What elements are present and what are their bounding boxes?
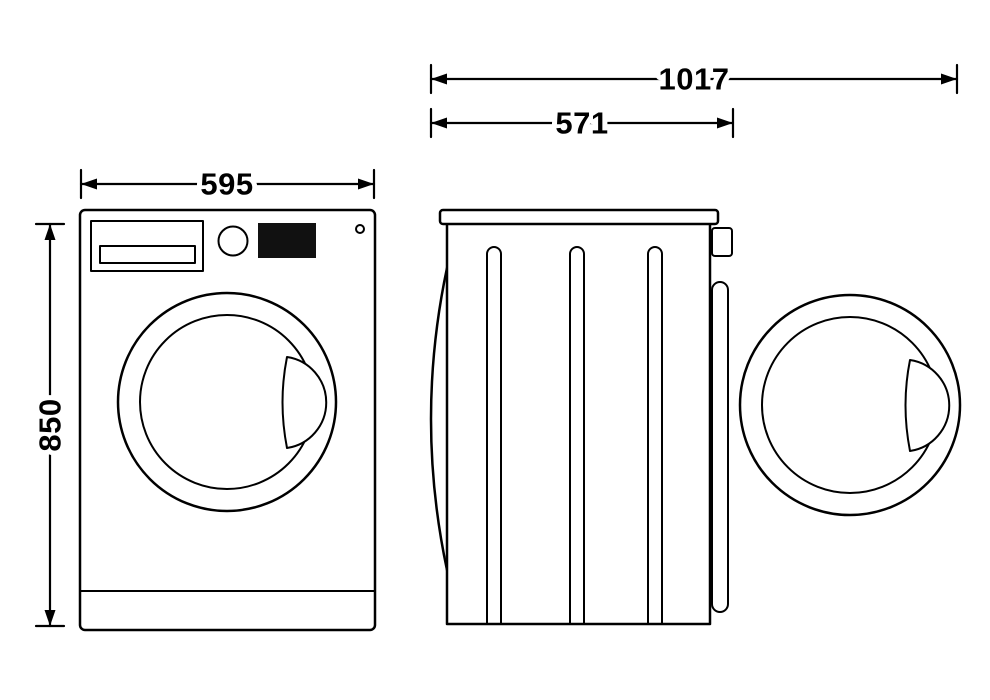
side-body bbox=[445, 220, 712, 626]
depth-dimension-label: 571 bbox=[555, 106, 608, 141]
side-view bbox=[429, 208, 733, 626]
dimension-depth-door-open: 1017 bbox=[429, 57, 959, 102]
panel-ridge bbox=[486, 246, 502, 624]
dimension-width: 595 bbox=[79, 162, 376, 207]
open-door-handle bbox=[904, 359, 951, 452]
arrowhead-top bbox=[44, 224, 56, 240]
door-handle bbox=[281, 356, 328, 449]
panel-ridge bbox=[569, 246, 585, 624]
arrowhead-right bbox=[717, 117, 733, 129]
door-edge-strip bbox=[711, 281, 729, 613]
front-view bbox=[78, 208, 377, 632]
control-panel-tab bbox=[711, 227, 733, 257]
arrowhead-right bbox=[358, 178, 374, 190]
arrowhead-left bbox=[431, 117, 447, 129]
panel-ridge bbox=[647, 246, 663, 624]
control-knob bbox=[217, 225, 249, 257]
arrowhead-left bbox=[431, 73, 447, 85]
width-dimension-label: 595 bbox=[200, 167, 253, 202]
side-top-lid bbox=[438, 208, 720, 226]
arrowhead-bottom bbox=[44, 610, 56, 626]
dimension-depth: 571 bbox=[429, 101, 735, 146]
height-dimension-label: 850 bbox=[33, 398, 68, 451]
arrowhead-left bbox=[81, 178, 97, 190]
arrowhead-right bbox=[941, 73, 957, 85]
display-panel bbox=[258, 223, 316, 258]
side-front-bulge bbox=[429, 266, 449, 572]
dimension-height: 850 bbox=[28, 222, 73, 628]
detergent-drawer-handle bbox=[99, 245, 196, 264]
open-door bbox=[738, 293, 962, 517]
depth-door-open-dimension-label: 1017 bbox=[659, 62, 730, 97]
power-indicator bbox=[355, 224, 365, 234]
